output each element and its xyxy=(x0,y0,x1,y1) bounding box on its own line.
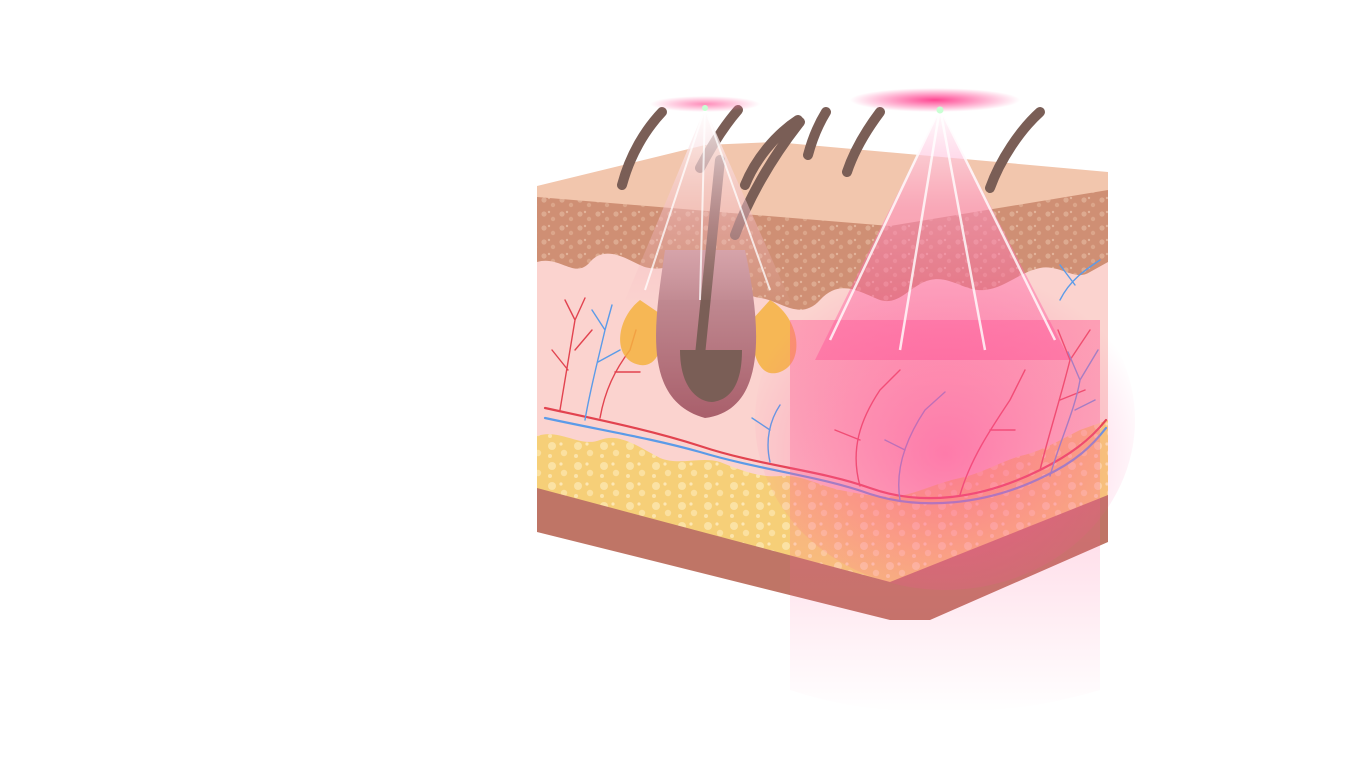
skin-cross-section-illustration xyxy=(0,0,1366,768)
skin-diagram-stage xyxy=(0,0,1366,768)
